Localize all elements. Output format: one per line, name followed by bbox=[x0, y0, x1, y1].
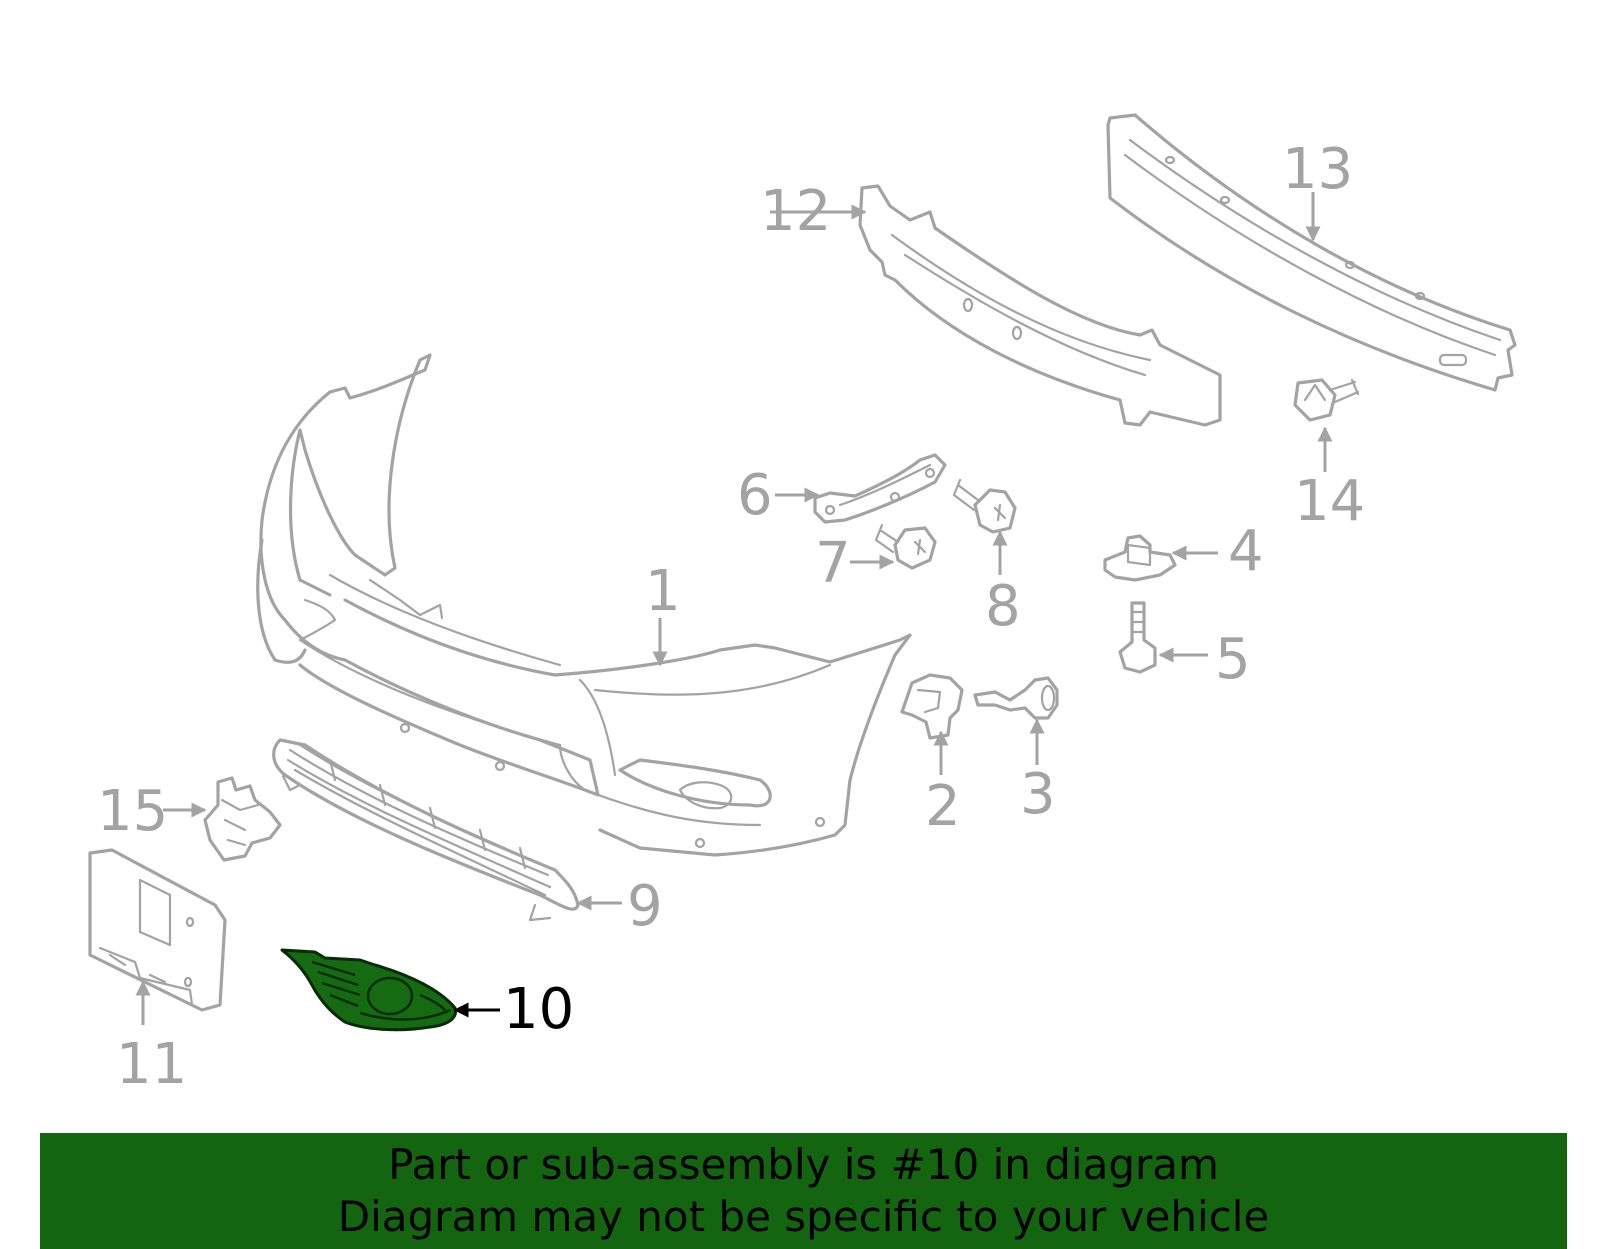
part-10-fog-lamp-cover bbox=[280, 948, 458, 1032]
part-3-clip bbox=[973, 676, 1059, 720]
callout-leaders bbox=[135, 192, 1333, 1025]
callout-13: 13 bbox=[1282, 137, 1353, 202]
callout-7: 7 bbox=[815, 531, 851, 596]
banner-disclaimer: Diagram may not be specific to your vehi… bbox=[337, 1192, 1270, 1241]
callout-3: 3 bbox=[1020, 762, 1056, 827]
callout-12: 12 bbox=[760, 179, 831, 244]
callout-9: 9 bbox=[627, 874, 663, 939]
callout-11: 11 bbox=[116, 1032, 187, 1097]
callout-4: 4 bbox=[1228, 519, 1264, 584]
callout-6: 6 bbox=[737, 463, 773, 528]
callout-8: 8 bbox=[985, 574, 1021, 639]
part-7-screw bbox=[874, 523, 937, 570]
callout-labels: 12 13 14 6 7 8 4 5 1 2 3 15 9 11 10 bbox=[97, 137, 1365, 1097]
part-15-bracket bbox=[203, 776, 282, 862]
callout-5: 5 bbox=[1215, 627, 1251, 692]
part-9-lower-grille bbox=[272, 738, 580, 922]
callout-14: 14 bbox=[1294, 469, 1365, 534]
part-5-rivet bbox=[1118, 601, 1157, 674]
part-6-bracket bbox=[813, 453, 947, 524]
callout-1: 1 bbox=[645, 559, 681, 624]
callout-2: 2 bbox=[925, 774, 961, 839]
part-14-bolt bbox=[1293, 378, 1360, 422]
banner-part-note: Part or sub-assembly is #10 in diagram bbox=[388, 1140, 1219, 1189]
part-4-clip bbox=[1103, 534, 1177, 582]
callout-10: 10 bbox=[503, 977, 574, 1042]
part-2-bracket bbox=[900, 673, 964, 740]
part-12-absorber bbox=[858, 184, 1222, 427]
info-banner: Part or sub-assembly is #10 in diagram D… bbox=[40, 1133, 1567, 1249]
part-13-reinforcement bbox=[1106, 113, 1517, 392]
part-1-bumper-cover bbox=[256, 353, 912, 857]
callout-15: 15 bbox=[97, 779, 168, 844]
part-8-screw bbox=[952, 478, 1017, 534]
part-11-plate-bracket bbox=[88, 848, 227, 1012]
